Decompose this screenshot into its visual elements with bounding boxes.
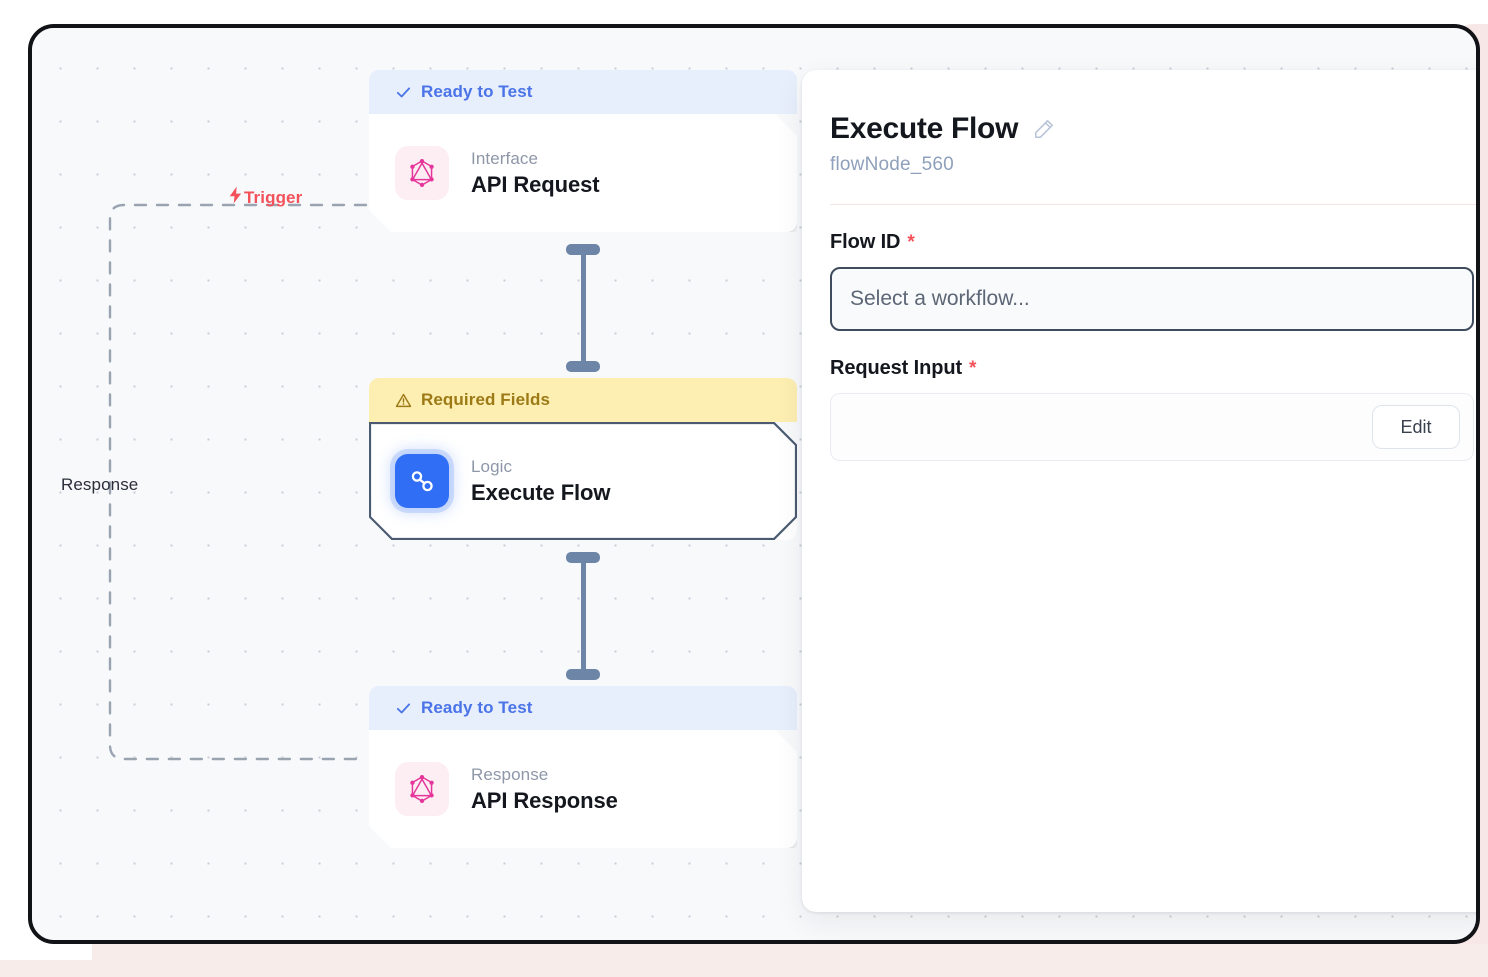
node-inspector-panel: Execute Flow flowNode_560 Flow ID * (802, 70, 1476, 912)
node-status-badge: Ready to Test (369, 686, 797, 730)
trigger-label: Trigger (228, 186, 302, 209)
backdrop-bottom (0, 944, 1488, 977)
connector-line (581, 559, 586, 675)
panel-title-row: Execute Flow (830, 112, 1476, 146)
check-icon (395, 700, 412, 717)
page-title: Execute Flow (830, 112, 1019, 145)
edit-button-label: Edit (1400, 416, 1432, 437)
node-id-label: flowNode_560 (830, 154, 954, 175)
field-label-text: Flow ID (830, 231, 901, 253)
flow-node-api-request[interactable]: Ready to Test (369, 70, 797, 232)
flow-node-api-response[interactable]: Ready to Test (369, 686, 797, 848)
node-text-block: Logic Execute Flow (471, 457, 610, 506)
response-label-text: Response (61, 475, 139, 494)
node-status-badge: Required Fields (369, 378, 797, 422)
request-input-field[interactable] (830, 393, 1474, 461)
flow-node-execute-flow[interactable]: Required Fields Logic (369, 378, 797, 540)
node-card[interactable]: Logic Execute Flow (369, 422, 797, 540)
node-status-badge: Ready to Test (369, 70, 797, 114)
node-status-text: Ready to Test (421, 82, 533, 101)
node-kind: Response (471, 764, 549, 784)
workflow-icon (395, 454, 449, 508)
source-handle[interactable] (566, 244, 600, 255)
target-handle[interactable] (566, 361, 600, 372)
pencil-icon[interactable] (1031, 116, 1057, 142)
field-spacer (830, 331, 1474, 357)
field-label-text: Request Input (830, 357, 963, 379)
node-text-block: Interface API Request (471, 149, 599, 198)
warning-triangle-icon (395, 392, 412, 409)
app-frame: Trigger Response Ready to Test (28, 24, 1480, 944)
panel-header: Execute Flow flowNode_560 (802, 70, 1476, 205)
flow-id-select-value: Select a workflow... (850, 287, 1030, 310)
panel-divider (830, 204, 1476, 205)
check-icon (395, 84, 412, 101)
backdrop-top (0, 0, 1448, 24)
trigger-label-text: Trigger (244, 187, 303, 207)
field-label-flow-id: Flow ID * (830, 231, 1474, 254)
node-card[interactable]: Interface API Request (369, 114, 797, 232)
panel-body: Flow ID * Select a workflow... Request I… (802, 205, 1476, 461)
request-input-edit-button[interactable]: Edit (1372, 405, 1460, 449)
graphql-icon (395, 146, 449, 200)
node-title: API Response (471, 787, 618, 813)
lightning-bolt-icon (228, 186, 243, 209)
source-handle[interactable] (566, 552, 600, 563)
node-title: Execute Flow (471, 479, 611, 505)
node-card[interactable]: Response API Response (369, 730, 797, 848)
node-status-text: Ready to Test (421, 698, 533, 717)
target-handle[interactable] (566, 669, 600, 680)
connector-line (581, 251, 586, 367)
node-kind: Interface (471, 148, 539, 168)
node-text-block: Response API Response (471, 765, 618, 814)
graphql-icon (395, 762, 449, 816)
response-label: Response (61, 475, 138, 495)
node-status-text: Required Fields (421, 390, 551, 409)
field-label-request-input: Request Input * (830, 357, 1474, 380)
node-kind: Logic (471, 456, 513, 476)
request-input-row: Edit (830, 393, 1474, 461)
required-marker: * (969, 358, 977, 379)
flow-id-select[interactable]: Select a workflow... (830, 267, 1474, 331)
required-marker: * (907, 232, 915, 253)
node-title: API Request (471, 171, 600, 197)
